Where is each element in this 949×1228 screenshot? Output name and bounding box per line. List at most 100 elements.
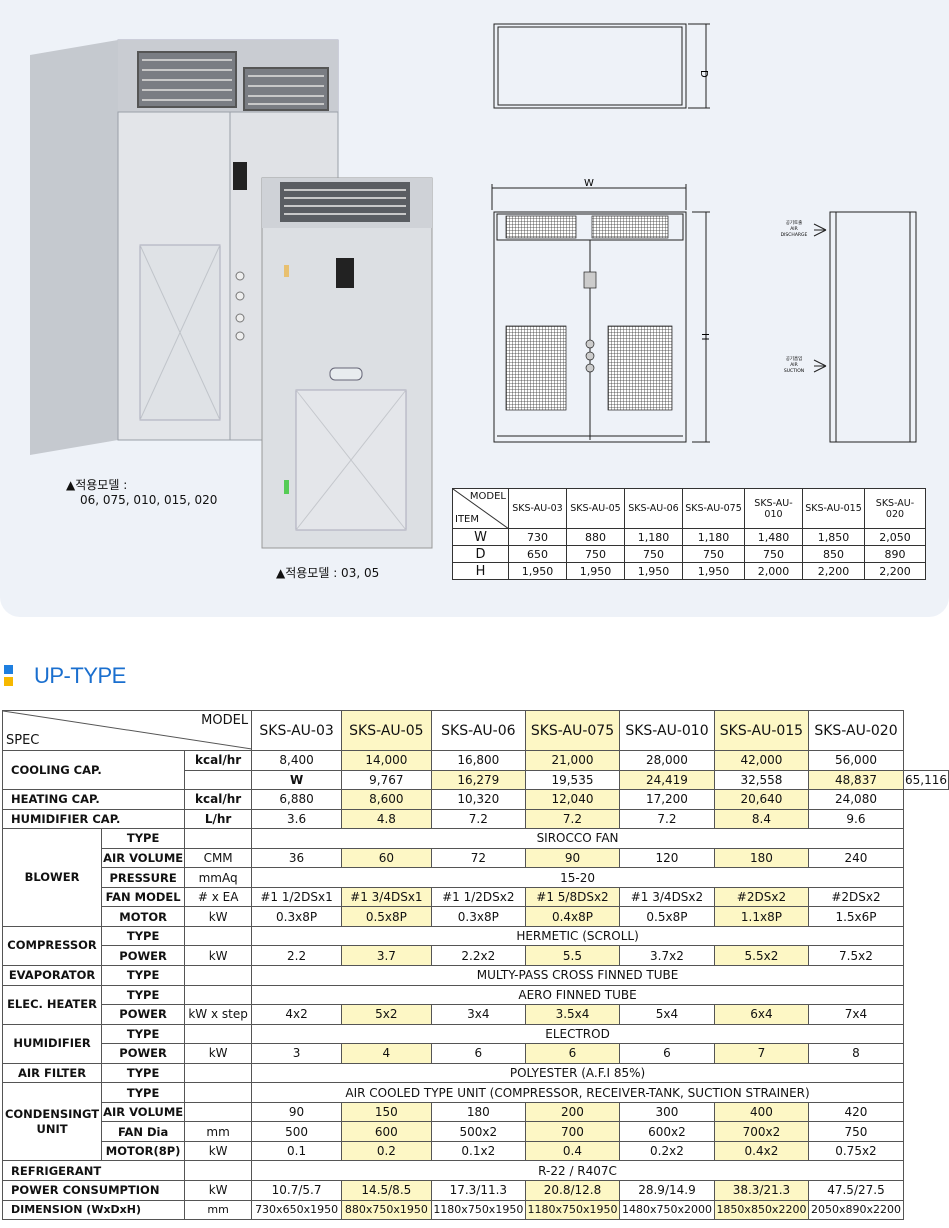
spec-group: POWER CONSUMPTION	[1, 1180, 186, 1201]
spec-table: MODEL SPEC SKS-AU-03 SKS-AU-05 SKS-AU-06…	[1, 710, 949, 1221]
spec-value: 700x2	[713, 1121, 809, 1142]
small-unit-illustration	[261, 177, 433, 549]
spec-span-value: SIROCCO FAN	[251, 828, 904, 849]
spec-value: 72	[430, 847, 526, 869]
spec-value: 150	[341, 1101, 432, 1123]
dimension-header-row: MODEL ITEM SKS-AU-03 SKS-AU-05 SKS-AU-06…	[452, 488, 926, 529]
spec-group: AIR FILTER	[1, 1062, 103, 1084]
spec-value: 0.2x2	[618, 1140, 715, 1162]
spec-value: 14.5/8.5	[341, 1180, 432, 1201]
spec-subitem	[184, 769, 253, 791]
spec-value: 1850x850x2200	[713, 1199, 809, 1221]
section-title: UP-TYPE	[34, 663, 126, 688]
spec-subitem: TYPE	[101, 965, 186, 986]
spec-value: 20,640	[713, 789, 809, 810]
spec-value: 16,800	[430, 750, 526, 771]
spec-value: 7	[713, 1043, 809, 1064]
dimension-value: 850	[802, 545, 865, 563]
spec-unit: kW	[184, 1140, 253, 1162]
spec-value: 17.3/11.3	[430, 1180, 526, 1201]
dim-model: SKS-AU-03	[508, 488, 567, 529]
spec-value: 0.75x2	[807, 1140, 905, 1162]
spec-unit	[184, 1082, 253, 1103]
spec-value: 180	[430, 1101, 526, 1123]
spec-unit	[184, 828, 253, 849]
spec-value: 3.5x4	[524, 1004, 620, 1025]
spec-group: COMPRESSOR	[1, 925, 103, 967]
dimension-value: 750	[566, 545, 625, 563]
dim-model: SKS-AU-06	[624, 488, 683, 529]
spec-value: 19,535	[524, 769, 620, 791]
spec-value: 6	[430, 1043, 526, 1064]
discharge-label-kr: 공기토출	[786, 219, 803, 226]
spec-unit	[184, 965, 253, 986]
width-label: W	[584, 178, 594, 189]
spec-span-value: 15-20	[251, 867, 904, 888]
spec-value: #2DSx2	[807, 886, 905, 908]
spec-subitem: TYPE	[101, 984, 186, 1006]
spec-value: 24,080	[807, 789, 905, 810]
spec-subitem: PRESSURE	[101, 867, 186, 888]
spec-value: 6x4	[713, 1004, 809, 1025]
dimension-value: 750	[744, 545, 803, 563]
product-photo	[30, 39, 433, 549]
spec-value: 3.7	[341, 945, 432, 967]
spec-value: 4	[341, 1043, 432, 1064]
spec-value: 0.3x8P	[251, 906, 343, 927]
spec-value: 1180x750x1950	[430, 1199, 526, 1221]
spec-span-value: POLYESTER (A.F.I 85%)	[251, 1062, 904, 1084]
dimension-value: 2,200	[864, 562, 926, 580]
dimension-value: 1,950	[508, 562, 567, 580]
dimension-label: W	[452, 528, 509, 546]
spec-group: ELEC. HEATER	[1, 984, 103, 1025]
spec-value: 1.5x6P	[807, 906, 905, 927]
spec-group: HEATING CAP.	[1, 789, 186, 810]
spec-group: EVAPORATOR	[1, 965, 103, 986]
spec-subitem: TYPE	[101, 925, 186, 947]
spec-unit: kW x step	[184, 1004, 253, 1025]
spec-unit: mm	[184, 1199, 253, 1221]
spec-value: 120	[618, 847, 715, 869]
large-unit-models: 06, 075, 010, 015, 020	[80, 493, 218, 507]
spec-value: 17,200	[618, 789, 715, 810]
spec-subitem: AIR VOLUME	[101, 847, 186, 869]
spec-value: 10,320	[430, 789, 526, 810]
spec-subitem: FAN Dia	[101, 1121, 186, 1142]
spec-value: 65,116	[903, 769, 949, 791]
spec-value: 32,558	[713, 769, 809, 791]
spec-unit	[184, 1062, 253, 1084]
spec-group: HUMIDIFIER	[1, 1023, 103, 1064]
spec-value: #1 3/4DSx2	[618, 886, 715, 908]
dimension-value: 2,200	[802, 562, 865, 580]
corner-model: MODEL	[469, 491, 506, 502]
dimension-value: 1,480	[744, 528, 803, 546]
dimension-value: 880	[566, 528, 625, 546]
spec-value: 42,000	[713, 750, 809, 771]
dim-model: SKS-AU-020	[864, 488, 926, 529]
spec-model: SKS-AU-03	[251, 710, 343, 751]
spec-value: 3.6	[251, 808, 343, 830]
spec-value: 420	[807, 1101, 905, 1123]
spec-span-value: AERO FINNED TUBE	[251, 984, 904, 1006]
spec-subitem: TYPE	[101, 828, 186, 849]
spec-value: 21,000	[524, 750, 620, 771]
spec-model: SKS-AU-010	[618, 710, 715, 751]
spec-value: 7.2	[524, 808, 620, 830]
spec-group: BLOWER	[1, 828, 103, 927]
spec-model: SKS-AU-06	[430, 710, 526, 751]
spec-value: 2.2	[251, 945, 343, 967]
spec-value: 20.8/12.8	[524, 1180, 620, 1201]
corner-spec: SPEC	[6, 733, 40, 748]
top-view-drawing	[493, 23, 710, 109]
spec-value: 5x4	[618, 1004, 715, 1025]
spec-value: #1 3/4DSx1	[341, 886, 432, 908]
dimension-corner: MODEL ITEM	[452, 488, 509, 529]
spec-value: 24,419	[618, 769, 715, 791]
dim-model: SKS-AU-075	[682, 488, 745, 529]
